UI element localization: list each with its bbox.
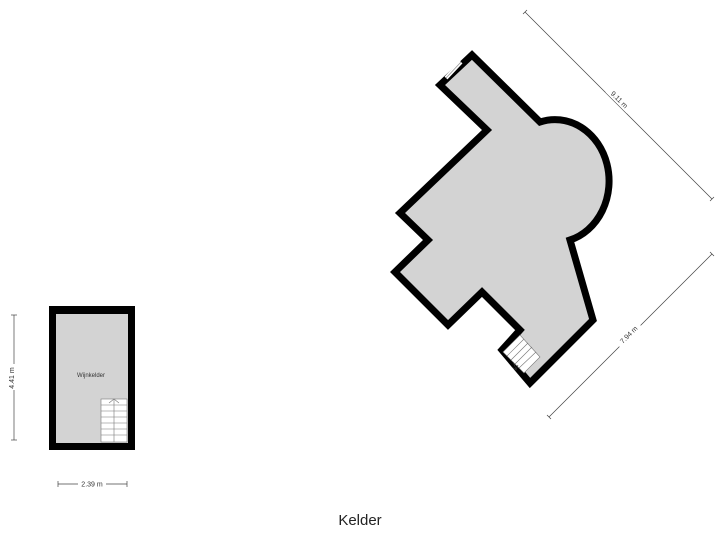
dimension-width-small: 2.39 m xyxy=(57,479,128,489)
window-icon xyxy=(444,60,463,80)
room-label-wijnkelder: Wijnkelder xyxy=(77,373,105,379)
large-room xyxy=(390,50,613,389)
wijnkelder-room: Wijnkelder xyxy=(49,306,135,450)
dimension-label-2-39: 2.39 m xyxy=(81,482,103,489)
staircase-icon xyxy=(100,398,128,443)
dimension-height-small: 4.41 m xyxy=(8,314,20,441)
large-room-walls xyxy=(390,50,613,389)
dimension-label-4-41: 4.41 m xyxy=(9,367,16,389)
staircase-icon xyxy=(502,334,541,374)
floor-title: Kelder xyxy=(338,512,382,529)
